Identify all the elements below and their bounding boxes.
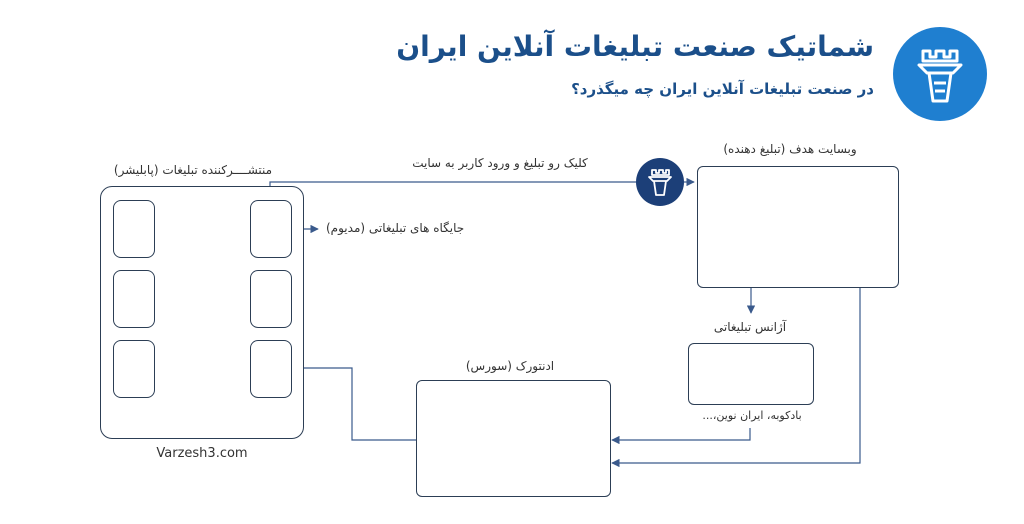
ad-slot <box>113 270 155 328</box>
ad-slot <box>250 200 292 258</box>
page-subtitle: در صنعت تبلیغات آنلاین ایران چه میگذرد؟ <box>571 80 874 98</box>
target-site-label: وبسایت هدف (تبلیغ دهنده) <box>723 142 857 156</box>
agency-box <box>688 343 814 405</box>
agency-to-adnetwork-arrow <box>611 428 751 445</box>
click-logo <box>636 158 684 206</box>
agency-label: آژانس تبلیغاتی <box>713 320 787 334</box>
ad-slot <box>250 270 292 328</box>
click-connector <box>269 181 636 200</box>
target-to-adnetwork-arrow <box>611 288 861 468</box>
click-label: کلیک رو تبلیغ و ورود کاربر به سایت <box>412 156 588 170</box>
ad-slot <box>250 340 292 398</box>
target-site-box <box>697 166 899 288</box>
page-title: شماتیک صنعت تبلیغات آنلاین ایران <box>396 30 874 63</box>
ad-slot <box>113 340 155 398</box>
castle-tower-icon <box>917 49 963 103</box>
adnetwork-box <box>416 380 611 497</box>
brand-logo <box>893 27 987 121</box>
adnetwork-to-publisher-arrow <box>293 363 417 441</box>
adnetwork-label: ادنتورک (سورس) <box>465 359 555 373</box>
castle-tower-icon <box>648 169 672 196</box>
agency-examples: بادکوبه، ایران نوین،... <box>702 409 802 422</box>
ad-slots-label: جایگاه های تبلیغاتی (مدیوم) <box>326 221 465 235</box>
publisher-site: Varzesh3.com <box>156 446 248 461</box>
ad-slot <box>113 200 155 258</box>
publisher-label: منتشــــرکننده تبلیغات (پابلیشر) <box>113 163 273 177</box>
